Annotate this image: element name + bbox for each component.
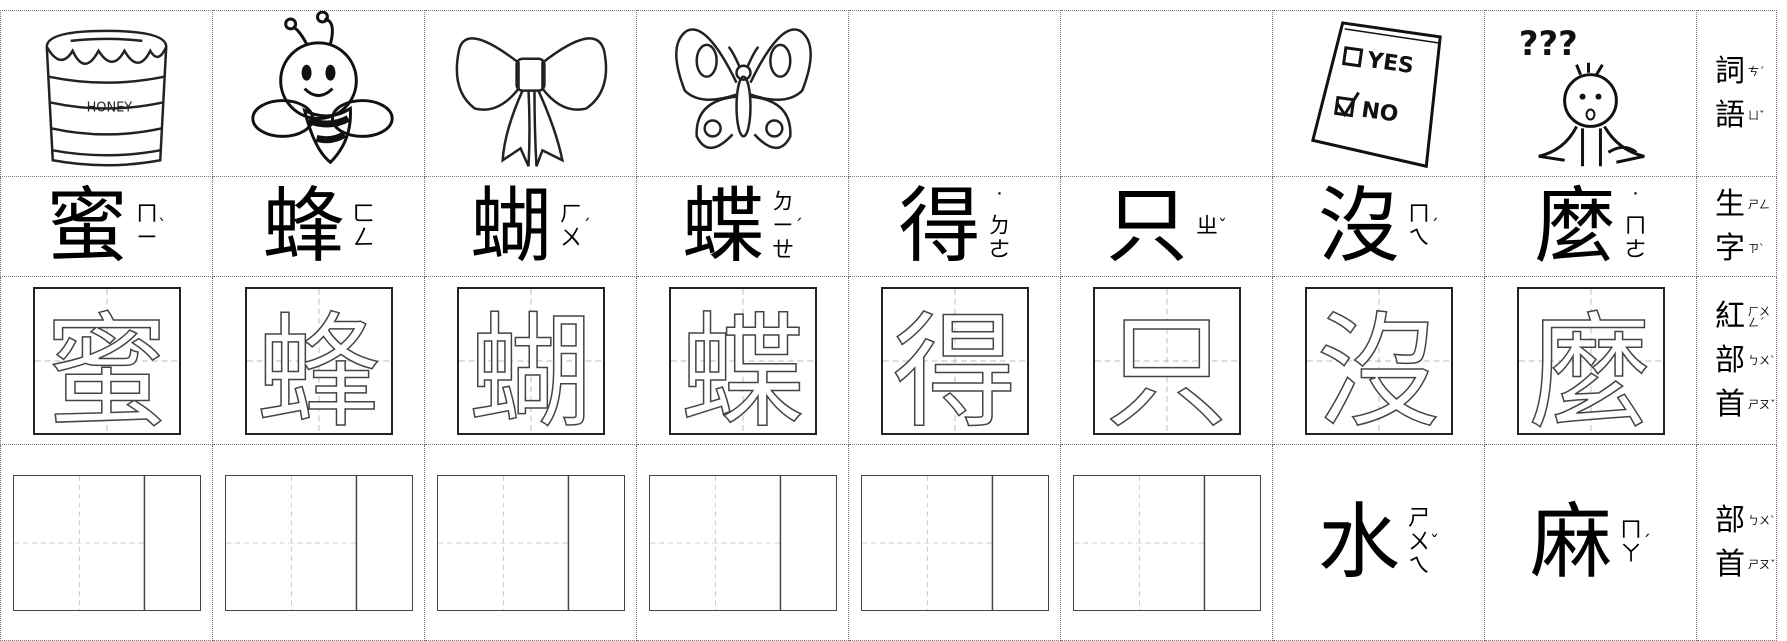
write-cell-5[interactable] bbox=[848, 444, 1061, 641]
write-cell-1[interactable] bbox=[0, 444, 213, 641]
tracing-row: 蜜 蜂 蝴 蝶 得 只 沒 麼 紅ㄏㄨㄥˊ 部ㄅㄨˋ 首ㄕㄡˇ bbox=[0, 276, 1777, 446]
bow-icon bbox=[455, 37, 608, 167]
trace-character: 蝶 bbox=[680, 300, 806, 445]
svg-text:YES: YES bbox=[1365, 48, 1416, 79]
trace-character: 蜜 bbox=[44, 300, 170, 445]
butterfly-icon bbox=[675, 28, 812, 150]
trace-character: 只 bbox=[1104, 300, 1230, 445]
red-radical-label: 紅ㄏㄨㄥˊ 部ㄅㄨˋ 首ㄕㄡˇ bbox=[1696, 276, 1777, 446]
picture-row: HONEY bbox=[0, 9, 1777, 178]
svg-text:NO: NO bbox=[1360, 98, 1400, 128]
picture-cell-8: ??? bbox=[1484, 9, 1697, 178]
words-label: 詞ㄘˊ 語ㄩˇ bbox=[1696, 9, 1777, 178]
honey-pot-icon: HONEY bbox=[45, 29, 168, 167]
trace-character: 蜂 bbox=[256, 300, 382, 445]
trace-cell-3[interactable]: 蝴 bbox=[424, 276, 637, 446]
picture-cell-5 bbox=[848, 9, 1061, 178]
char-cell-8: 麼˙ㄇㄜ bbox=[1484, 176, 1697, 278]
svg-text:HONEY: HONEY bbox=[87, 101, 133, 116]
new-chars-label: 生ㄕㄥ 字ㄗˋ bbox=[1696, 176, 1777, 278]
picture-cell-1: HONEY bbox=[0, 9, 213, 178]
write-cell-3[interactable] bbox=[424, 444, 637, 641]
trace-character: 麼 bbox=[1528, 300, 1654, 445]
character-grid: HONEY bbox=[0, 9, 1777, 641]
trace-cell-8[interactable]: 麼 bbox=[1484, 276, 1697, 446]
checklist-icon: YES NO bbox=[1310, 21, 1442, 169]
trace-cell-4[interactable]: 蝶 bbox=[636, 276, 849, 446]
trace-cell-7[interactable]: 沒 bbox=[1272, 276, 1485, 446]
picture-cell-6 bbox=[1060, 9, 1273, 178]
trace-cell-6[interactable]: 只 bbox=[1060, 276, 1273, 446]
char-cell-5: 得˙ㄉㄜ bbox=[848, 176, 1061, 278]
picture-cell-2 bbox=[212, 9, 425, 178]
picture-cell-7: YES NO bbox=[1272, 9, 1485, 178]
confused-face-icon: ??? bbox=[1519, 24, 1645, 167]
trace-character: 蝴 bbox=[468, 300, 594, 445]
trace-cell-5[interactable]: 得 bbox=[848, 276, 1061, 446]
char-cell-2: 蜂ㄈㄥ bbox=[212, 176, 425, 278]
write-cell-6[interactable] bbox=[1060, 444, 1273, 641]
trace-cell-1[interactable]: 蜜 bbox=[0, 276, 213, 446]
picture-cell-4 bbox=[636, 9, 849, 178]
write-cell-4[interactable] bbox=[636, 444, 849, 641]
svg-text:???: ??? bbox=[1519, 24, 1578, 63]
bee-icon bbox=[251, 11, 394, 165]
picture-cell-3 bbox=[424, 9, 637, 178]
radical-label: 部ㄅㄨˋ 首ㄕㄡˇ bbox=[1696, 444, 1777, 641]
write-cell-2[interactable] bbox=[212, 444, 425, 641]
trace-character: 得 bbox=[892, 300, 1018, 445]
trace-character: 沒 bbox=[1316, 300, 1442, 445]
trace-cell-2[interactable]: 蜂 bbox=[212, 276, 425, 446]
